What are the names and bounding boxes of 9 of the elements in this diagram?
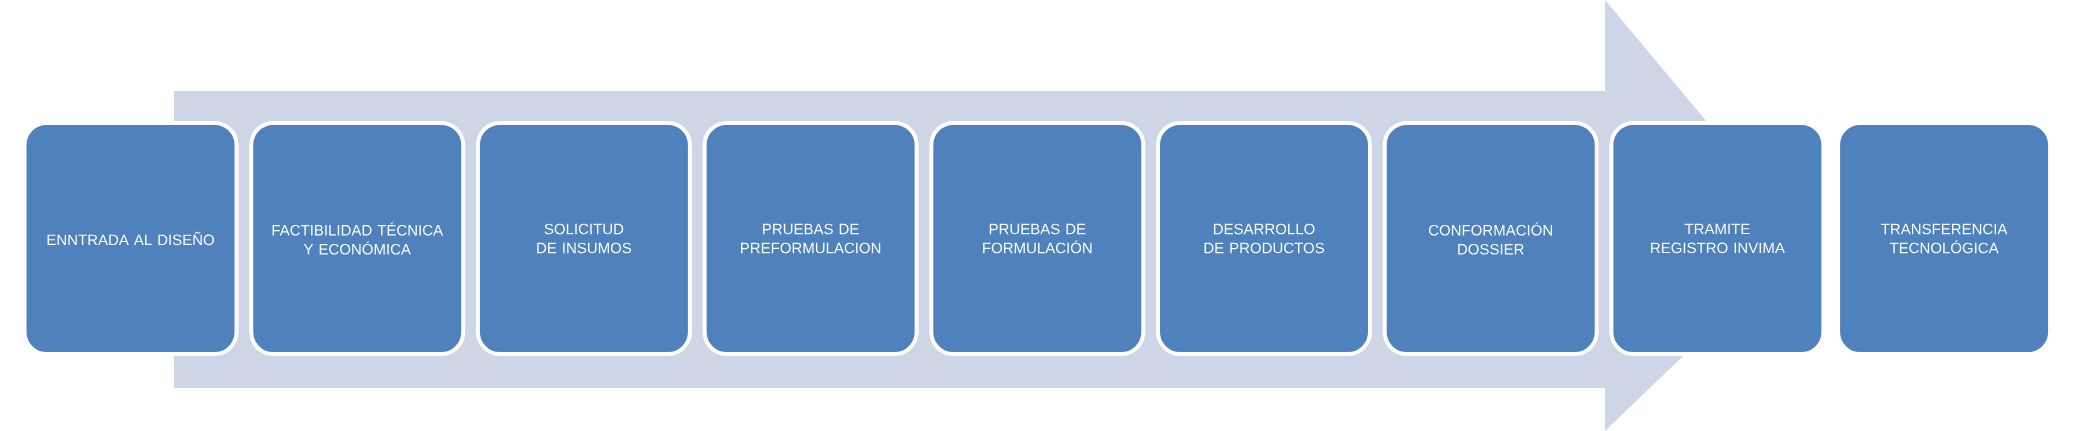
process-box: DESARROLLO DE PRODUCTOS	[1156, 121, 1372, 356]
process-box: PRUEBAS DE PREFORMULACION	[702, 121, 919, 356]
process-box: FACTIBILIDAD TÉCNICA Y ECONÓMICA	[249, 121, 466, 356]
process-box: TRAMITE REGISTRO INVIMA	[1609, 121, 1826, 356]
process-box: ENNTRADA AL DISEÑO	[22, 121, 239, 356]
process-box: TRANSFERENCIA TECNOLÓGICA	[1836, 121, 2053, 356]
process-box: SOLICITUD DE INSUMOS	[475, 121, 692, 356]
process-box: CONFORMACIÓN DOSSIER	[1382, 121, 1599, 356]
process-box: PRUEBAS DE FORMULACIÓN	[929, 121, 1146, 356]
